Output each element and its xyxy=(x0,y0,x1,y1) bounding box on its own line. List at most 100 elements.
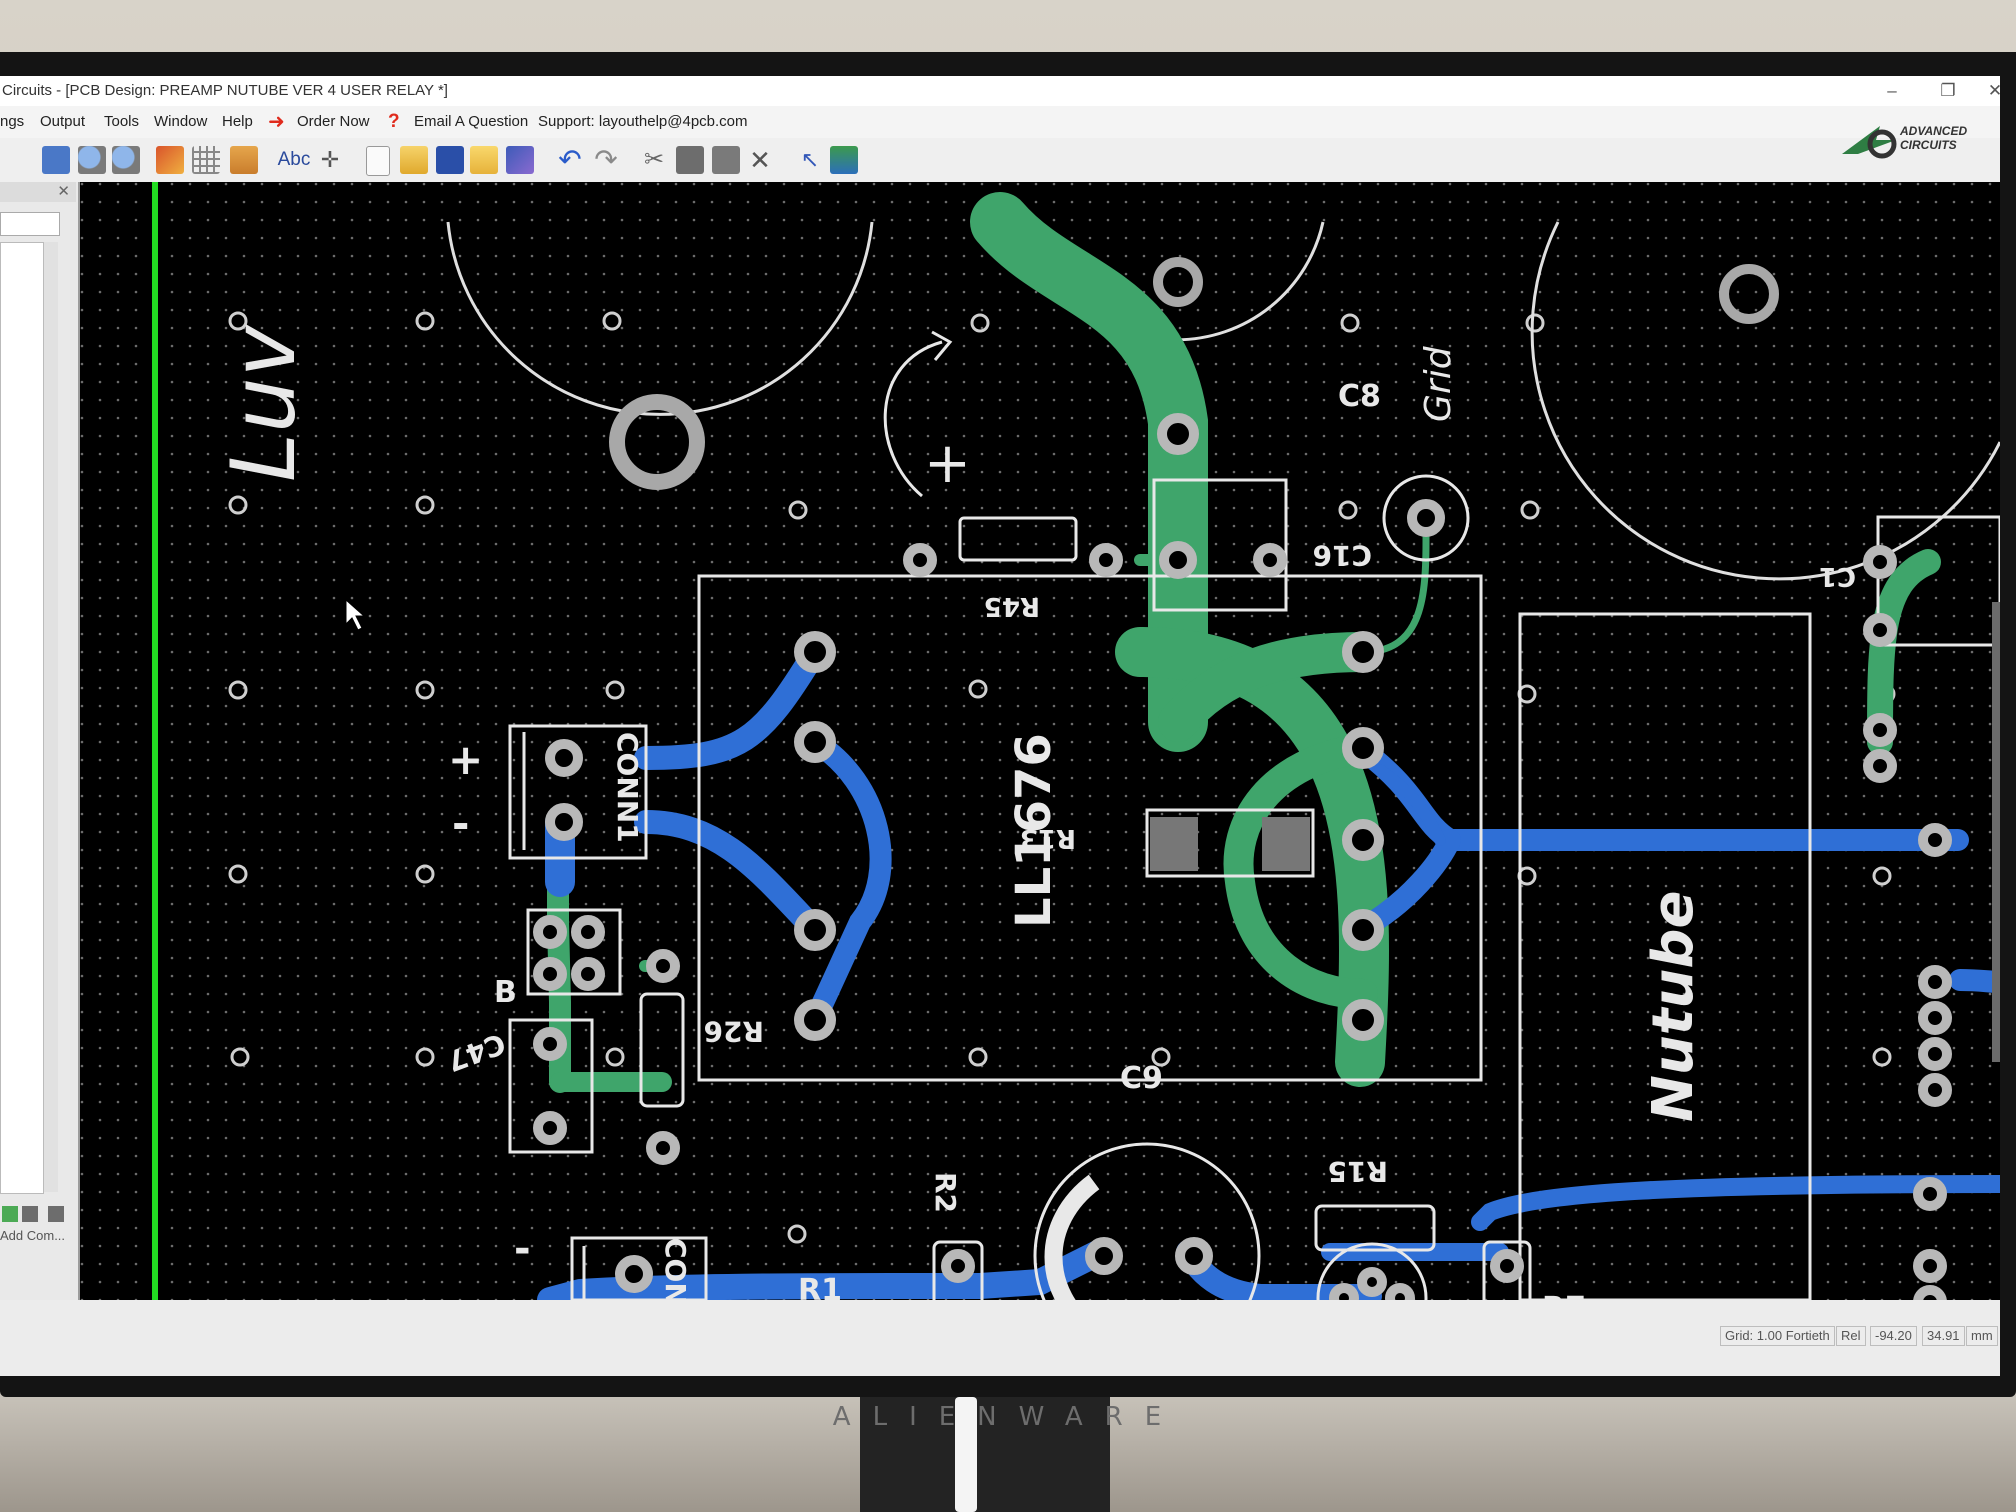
label-luv: Luv xyxy=(212,323,315,482)
properties-icon[interactable] xyxy=(830,146,858,174)
nutube-outline xyxy=(1518,612,1812,1300)
label-r1: R1 xyxy=(798,1273,842,1300)
panel-list[interactable] xyxy=(0,242,44,1194)
menu-bar: ngs Output Tools Window Help ➜ Order Now… xyxy=(0,106,2000,138)
delete-icon[interactable]: ✕ xyxy=(749,145,771,175)
menu-output[interactable]: Output xyxy=(40,113,86,130)
status-rel: Rel xyxy=(1836,1326,1866,1346)
arrow-right-icon: ➜ xyxy=(268,111,285,133)
add-comment-button[interactable]: Add Com... xyxy=(0,1228,66,1243)
c16-outline xyxy=(1152,478,1288,612)
panel-close-icon[interactable]: ✕ xyxy=(57,183,70,200)
cut-icon[interactable]: ✂ xyxy=(643,146,665,173)
copy-icon[interactable] xyxy=(676,146,704,174)
c9-outline xyxy=(1033,1142,1261,1300)
panel-tool2-icon[interactable] xyxy=(48,1206,64,1222)
toolbar: Abc ✛ ↶ ↷ ✂ ✕ ↖ xyxy=(0,138,2000,183)
r15-outline xyxy=(1314,1204,1436,1252)
restore-button[interactable]: ❐ xyxy=(1940,81,1956,100)
big-cap-pad xyxy=(609,394,705,490)
r13-pad-1 xyxy=(1150,817,1198,871)
label-nutube: Nutube xyxy=(1641,891,1706,1122)
r7-outline xyxy=(1482,1240,1532,1300)
grid-pad-ring xyxy=(1382,474,1470,562)
window-title: Circuits - [PCB Design: PREAMP NUTUBE VE… xyxy=(2,82,448,99)
paint-icon[interactable] xyxy=(156,146,184,174)
logo-mark-icon xyxy=(1842,126,1897,159)
screen: Circuits - [PCB Design: PREAMP NUTUBE VE… xyxy=(0,76,2000,1376)
label-c8: C8 xyxy=(1338,379,1381,414)
label-c1: C1 xyxy=(1819,561,1856,591)
label-c9: C9 xyxy=(1120,1061,1163,1096)
menu-tools[interactable]: Tools xyxy=(104,113,140,130)
r45-outline xyxy=(958,516,1078,562)
grid-icon[interactable] xyxy=(192,146,220,174)
text-abc-icon[interactable]: Abc xyxy=(277,149,311,170)
menu-support[interactable]: Support: layouthelp@4pcb.com xyxy=(538,113,748,130)
label-r26: R26 xyxy=(703,1015,764,1048)
label-r45: R45 xyxy=(984,591,1040,621)
move-icon[interactable]: ✛ xyxy=(320,147,340,172)
b-relay-outline xyxy=(526,908,622,996)
transformer-outline xyxy=(697,574,1483,1082)
panel-header: ✕ xyxy=(0,182,76,202)
status-y: 34.91 xyxy=(1922,1326,1965,1346)
menu-help[interactable]: Help xyxy=(222,113,253,130)
open-file-icon[interactable] xyxy=(400,146,428,174)
label-conn3: CONN3 xyxy=(659,1238,692,1300)
menu-email-question[interactable]: Email A Question xyxy=(414,113,529,130)
paste-icon[interactable] xyxy=(712,146,740,174)
usb-cable xyxy=(955,1397,977,1512)
mouse-cursor-icon xyxy=(345,598,366,631)
zoom-out-icon[interactable] xyxy=(112,146,140,174)
select-arrow-icon[interactable]: ↖ xyxy=(800,147,820,172)
library-icon[interactable] xyxy=(506,146,534,174)
panel-add-icon[interactable] xyxy=(2,1206,18,1222)
monitor-stand xyxy=(860,1397,1110,1512)
conn1-outline xyxy=(508,724,648,860)
close-button[interactable]: ✕ xyxy=(1987,81,2000,100)
new-file-icon[interactable] xyxy=(366,146,390,176)
label-ll1676: LL1676 xyxy=(1006,733,1062,928)
pcb-board[interactable]: LL1676 R13 R45 C16 C8 Grid C1 CONN1 CONN… xyxy=(80,182,2000,1300)
minimize-button[interactable]: – xyxy=(1887,81,1897,100)
label-minus-conn3: - xyxy=(514,1226,531,1272)
label-grid: Grid xyxy=(1418,345,1459,422)
r2-outline xyxy=(932,1240,984,1300)
label-c16: C16 xyxy=(1312,539,1372,572)
r13-pad-2 xyxy=(1262,817,1310,871)
c47-outline xyxy=(508,1018,594,1154)
panel-tool-icon[interactable] xyxy=(22,1206,38,1222)
c8-pad-top xyxy=(1153,257,1203,307)
label-r13: R13 xyxy=(1020,823,1076,853)
logo-line-1: ADVANCED xyxy=(1900,124,1968,138)
zoom-fit-icon[interactable] xyxy=(42,146,70,174)
monitor-brand: ALIENWARE xyxy=(832,1402,1184,1432)
undo-icon[interactable]: ↶ xyxy=(558,144,582,175)
r26-outline xyxy=(639,992,685,1108)
board-edge-line xyxy=(152,182,158,1300)
label-minus-conn1: - xyxy=(452,799,469,848)
canvas-scrollbar[interactable] xyxy=(1992,602,2000,1062)
menu-order-now[interactable]: Order Now xyxy=(297,113,370,130)
left-panel: ✕ Add Com... xyxy=(0,182,80,1300)
status-grid: Grid: 1.00 Fortieth xyxy=(1720,1326,1835,1346)
menu-window[interactable]: Window xyxy=(154,113,208,130)
component-pads xyxy=(533,413,1952,1300)
conn3-outline xyxy=(570,1236,708,1300)
layers-icon[interactable] xyxy=(230,146,258,174)
redo-icon[interactable]: ↷ xyxy=(594,144,618,175)
save-icon[interactable] xyxy=(436,146,464,174)
folder-icon[interactable] xyxy=(470,146,498,174)
zoom-in-icon[interactable] xyxy=(78,146,106,174)
status-unit: mm xyxy=(1966,1326,1998,1346)
panel-dropdown[interactable] xyxy=(0,212,60,236)
status-x: -94.20 xyxy=(1870,1326,1917,1346)
c1-outline xyxy=(1876,515,2000,647)
panel-scrollbar[interactable] xyxy=(44,242,58,1192)
menu-settings[interactable]: ngs xyxy=(0,113,25,130)
advanced-circuits-logo: ADVANCED CIRCUITS xyxy=(1840,120,1980,160)
monitor-bezel: Circuits - [PCB Design: PREAMP NUTUBE VE… xyxy=(0,52,2016,1432)
pcb-canvas[interactable]: LL1676 R13 R45 C16 C8 Grid C1 CONN1 CONN… xyxy=(80,182,2000,1300)
logo-line-2: CIRCUITS xyxy=(1900,138,1957,152)
